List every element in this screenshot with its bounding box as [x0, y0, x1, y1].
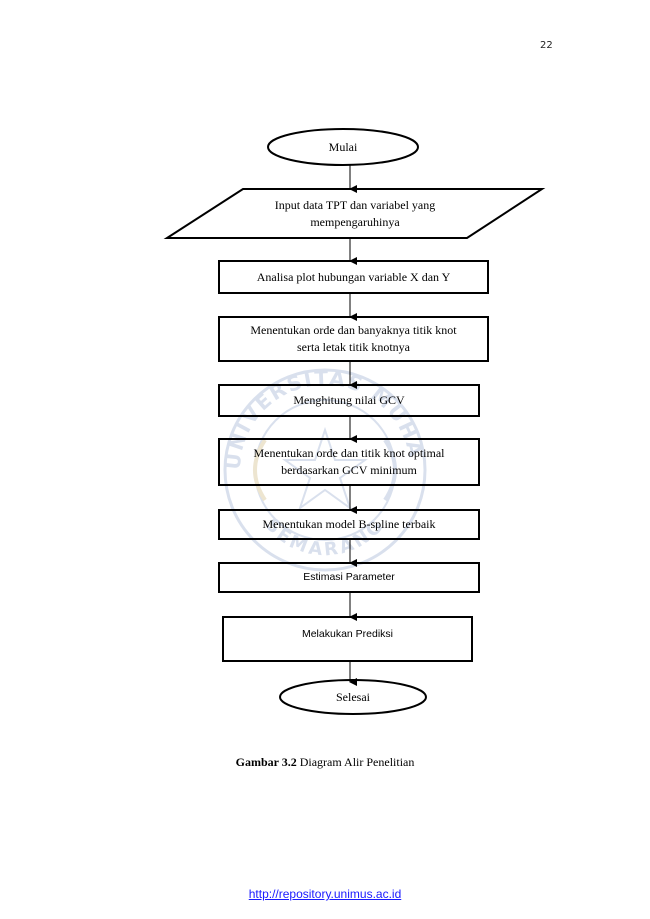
orde-knot-line2: serta letak titik knotnya	[297, 340, 410, 354]
process-box-estimasi	[218, 562, 480, 593]
gcv-label: Menghitung nilai GCV	[293, 393, 405, 407]
process-box-gcv	[218, 384, 480, 417]
model-label: Menentukan model B-spline terbaik	[262, 517, 436, 531]
end-terminal	[279, 679, 427, 715]
caption-text: Diagram Alir Penelitian	[296, 755, 415, 769]
optimal-label: Menentukan orde dan titik knot optimal b…	[219, 439, 479, 485]
process-box-model	[218, 509, 480, 540]
input-label-line2: mempengaruhinya	[310, 215, 400, 229]
input-label-line1: Input data TPT dan variabel yang	[274, 198, 436, 212]
orde-knot-label: Menentukan orde dan banyaknya titik knot…	[219, 317, 488, 361]
optimal-line1: Menentukan orde dan titik knot optimal	[253, 446, 445, 460]
start-terminal	[267, 128, 419, 166]
process-box-orde-knot	[218, 316, 489, 362]
prediksi-label: Melakukan Prediksi	[301, 627, 394, 640]
repository-link[interactable]: http://repository.unimus.ac.id	[248, 887, 402, 901]
analisa-label: Analisa plot hubungan variable X dan Y	[256, 269, 451, 284]
input-parallelogram	[163, 188, 546, 239]
process-box-analisa	[218, 260, 489, 294]
process-box-optimal	[218, 438, 480, 486]
orde-knot-line1: Menentukan orde dan banyaknya titik knot	[250, 323, 457, 337]
page-number: 22	[540, 40, 553, 51]
university-seal-watermark: UNIVERSITAS MUHAMMADIYAH SEMARANG	[205, 350, 427, 572]
process-box-prediksi	[222, 616, 473, 662]
optimal-line2: berdasarkan GCV minimum	[281, 463, 417, 477]
estimasi-label: Estimasi Parameter	[303, 571, 395, 583]
end-label: Selesai	[336, 689, 370, 704]
input-label: Input data TPT dan variabel yang mempeng…	[210, 192, 500, 236]
start-label: Mulai	[328, 139, 358, 154]
figure-caption: Gambar 3.2 Diagram Alir Penelitian	[0, 755, 650, 770]
caption-label: Gambar 3.2	[235, 755, 297, 769]
